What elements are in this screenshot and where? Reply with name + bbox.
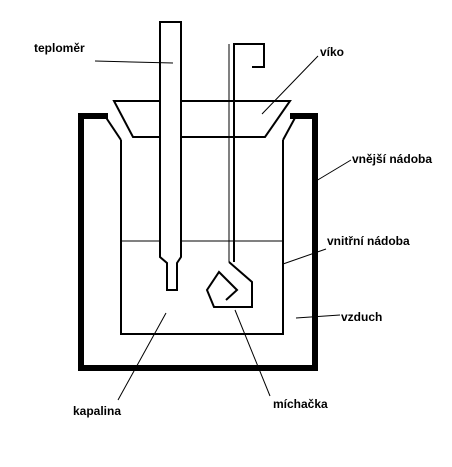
label-vzduch: vzduch xyxy=(341,310,382,324)
inner-vessel xyxy=(120,140,284,335)
label-teplomer: teploměr xyxy=(34,41,85,55)
thermometer xyxy=(159,21,182,291)
leader-vzduch xyxy=(295,314,341,319)
label-michacka: míchačka xyxy=(273,397,328,411)
leader-teplomer xyxy=(94,60,174,64)
stirrer-rod xyxy=(233,43,265,262)
stirrer-head xyxy=(205,261,253,308)
leader-kapalina xyxy=(117,312,167,401)
lid-rim-right xyxy=(282,115,297,141)
lid xyxy=(112,100,292,138)
outer-vessel xyxy=(78,113,318,371)
leader-vnejsi-nadoba xyxy=(315,159,352,182)
leader-vnitrni-nadoba xyxy=(282,248,327,265)
lid-rim-left xyxy=(104,115,122,141)
label-vnejsi-nadoba: vnější nádoba xyxy=(352,152,432,166)
leader-michacka xyxy=(234,309,271,397)
label-viko: víko xyxy=(320,45,344,59)
leader-viko xyxy=(261,55,319,115)
label-kapalina: kapalina xyxy=(73,404,121,418)
label-vnitrni-nadoba: vnitřní nádoba xyxy=(327,234,410,248)
